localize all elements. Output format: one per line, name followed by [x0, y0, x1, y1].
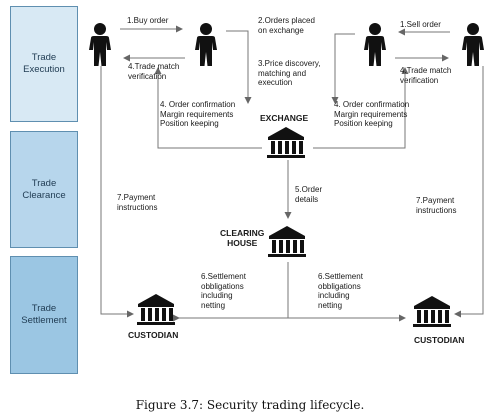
label-line: 6.Settlement — [201, 272, 246, 281]
label-price-discovery: 3.Price discovery, matching and executio… — [258, 59, 321, 88]
label-line: execution — [258, 78, 293, 87]
label-line: CLEARING — [220, 228, 265, 238]
connector-lines — [100, 25, 484, 322]
clearing-house-building-icon — [268, 226, 306, 257]
label-line: including — [201, 291, 233, 300]
band-label-line: Trade — [31, 52, 57, 63]
label-trade-match-left: 4.Trade match verification — [128, 62, 179, 81]
label-line: HOUSE — [227, 237, 258, 248]
label-line: obbligations — [201, 281, 244, 291]
label-line: instructions — [416, 205, 457, 215]
label-line: 3.Price discovery, — [258, 59, 321, 68]
label-line: Margin requirements — [160, 109, 234, 119]
label-settlement-right: 6.Settlement obbligations including nett… — [318, 272, 363, 310]
label-trade-match-right: 4.Trade match verification — [400, 66, 451, 85]
label-order-details: 5.Order details — [295, 185, 322, 204]
arrow-orders-placed-right — [331, 33, 355, 104]
label-line: verification — [128, 71, 167, 81]
custodian-right-building-icon — [413, 296, 451, 327]
label-line: netting — [318, 300, 343, 310]
label-line: on exchange — [258, 25, 304, 35]
label-sell-order: 1.Sell order — [400, 20, 441, 29]
arrow-payment-left — [100, 66, 134, 318]
band-label-line: Execution — [23, 64, 65, 75]
label-clearing-house: CLEARING HOUSE — [220, 228, 265, 248]
label-line: details — [295, 194, 319, 204]
label-line: 7.Payment — [416, 196, 455, 205]
label-custodian-left: CUSTODIAN — [128, 330, 179, 340]
label-line: 5.Order — [295, 185, 323, 194]
label-orders-placed: 2.Orders placed on exchange — [258, 16, 315, 35]
arrow-confirmation-right — [313, 67, 409, 149]
buyer-person-icon — [89, 23, 111, 66]
label-line: Position keeping — [334, 119, 393, 128]
label-line: obbligations — [318, 281, 361, 291]
label-line: 4.Trade match — [128, 62, 180, 71]
label-line: matching and — [258, 68, 307, 78]
label-line: 4. Order confirmation — [334, 100, 410, 109]
label-line: Margin requirements — [334, 109, 408, 119]
label-line: 4.Trade match — [400, 66, 452, 75]
arrow-orders-placed-left — [226, 30, 252, 104]
arrow-confirmation-left — [154, 67, 262, 149]
label-line: 6.Settlement — [318, 272, 363, 281]
label-line: Position keeping — [160, 119, 219, 128]
sell-broker-person-icon — [364, 23, 386, 66]
label-confirmation-right: 4. Order confirmation Margin requirement… — [334, 100, 409, 129]
figure-caption: Figure 3.7: Security trading lifecycle. — [135, 398, 365, 412]
label-line: netting — [201, 300, 226, 310]
label-settlement-left: 6.Settlement obbligations including nett… — [201, 272, 246, 310]
exchange-building-icon — [267, 127, 305, 158]
label-line: including — [318, 291, 350, 300]
label-line: 2.Orders placed — [258, 16, 315, 25]
label-custodian-right: CUSTODIAN — [414, 335, 465, 345]
label-confirmation-left: 4. Order confirmation Margin requirement… — [160, 100, 235, 129]
band-label-line: Trade — [31, 177, 57, 189]
label-line: 7.Payment — [117, 193, 156, 202]
label-line: verification — [400, 75, 439, 85]
label-buy-order: 1.Buy order — [127, 16, 169, 25]
band-label-line: Settlement — [21, 315, 67, 326]
custodian-left-building-icon — [137, 294, 175, 325]
label-line: 4. Order confirmation — [160, 100, 236, 109]
label-line: instructions — [117, 202, 158, 212]
band-label-line: Clearance — [22, 189, 66, 201]
band-label-line: Trade — [31, 303, 57, 314]
label-payment-left: 7.Payment instructions — [117, 193, 157, 212]
label-exchange: EXCHANGE — [260, 113, 309, 123]
seller-person-icon — [462, 23, 484, 66]
buy-broker-person-icon — [195, 23, 217, 66]
arrow-payment-right — [454, 66, 484, 318]
label-payment-right: 7.Payment instructions — [416, 196, 456, 215]
